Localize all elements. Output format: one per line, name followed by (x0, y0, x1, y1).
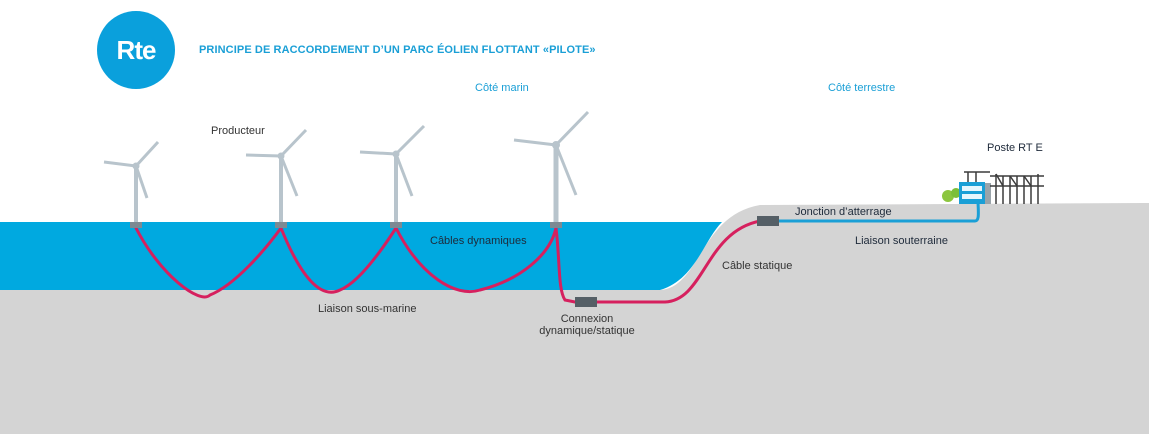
substation-icon (942, 171, 1044, 204)
landing-junction-label: Jonction d’atterrage (795, 206, 892, 218)
connection-label: Connexion dynamique/statique (537, 313, 637, 337)
dynamic-cables (134, 219, 768, 305)
sea (0, 222, 722, 290)
wind-turbine-icon (359, 124, 426, 222)
static-cable-label: Câble statique (722, 260, 793, 272)
connection-label-line1: Connexion (560, 313, 614, 325)
static-cable (594, 219, 768, 304)
land-side-label: Côté terrestre (828, 82, 896, 94)
dynamic-cables-label: Câbles dynamiques (430, 235, 527, 247)
underground-link-label: Liaison souterraine (855, 235, 948, 247)
landing-junction-box (757, 216, 779, 226)
subsea-link-label: Liaison sous-marine (318, 303, 417, 315)
page-title: PRINCIPE DE RACCORDEMENT D’UN PARC ÉOLIE… (199, 44, 596, 56)
rte-station-label: Poste RT E (987, 142, 1043, 154)
rte-logo: Rte (97, 11, 175, 89)
turbine-anchors (130, 222, 562, 228)
connection-label-line2: dynamique/statique (539, 325, 635, 337)
marine-side-label: Côté marin (475, 82, 529, 94)
wind-turbine-icon (103, 140, 160, 222)
land-and-seabed (0, 203, 1149, 434)
wind-turbine-icon (513, 110, 590, 222)
connection-box (575, 297, 597, 307)
producer-label: Producteur (211, 125, 265, 137)
rte-logo-text: Rte (116, 34, 157, 65)
wind-turbine-icon (245, 128, 308, 222)
